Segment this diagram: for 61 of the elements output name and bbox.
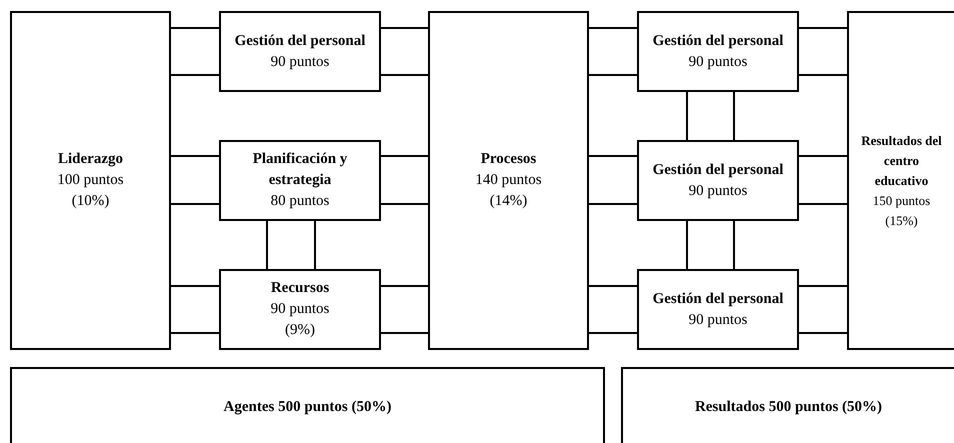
connector-line [799,74,847,76]
box-title: Resultados 500 puntos (50%) [694,398,882,416]
box-title: Liderazgo [58,150,123,169]
connector-line [314,221,316,269]
box-score: 150 puntos (15%) [872,192,932,230]
box-score: 90 puntos [688,52,748,72]
box-title: Gestión del personal [652,290,784,308]
box-title: Recursos [270,279,330,298]
criterion-box [637,11,799,92]
box-score: 140 puntos (14%) [474,171,543,211]
connector-line [171,74,219,76]
connector-line [381,74,428,76]
connector-line [733,221,735,269]
connector-line [266,221,268,269]
connector-line [381,27,428,29]
box-score: 90 puntos [270,52,330,72]
criterion-box [621,367,954,443]
connector-line [589,155,637,157]
criterion-box [428,11,589,350]
box-title: Gestión del personal [652,32,784,50]
connector-line [171,285,219,287]
connector-line [799,27,847,29]
criterion-box [219,269,381,350]
connector-line [589,74,637,76]
box-title: Gestión del personal [652,160,784,180]
box-title: Procesos [480,150,536,169]
connector-line [381,332,428,334]
connector-line [171,27,219,29]
box-title: Planificación y estrategia [252,150,348,190]
connector-line [589,332,637,334]
box-score: 90 puntos [688,182,748,200]
box-score: 80 puntos [270,192,330,211]
connector-line [381,285,428,287]
connector-line [799,155,847,157]
connector-line [686,221,688,269]
criterion-box [847,11,954,350]
criterion-box [219,140,381,221]
criterion-box [219,11,381,92]
criterion-box [10,11,171,350]
criterion-box [10,367,605,443]
connector-line [799,203,847,205]
connector-line [589,27,637,29]
connector-line [799,285,847,287]
box-title: Agentes 500 puntos (50%) [224,398,392,416]
connector-line [171,203,219,205]
box-title: Resultados del centro educativo [860,132,943,190]
connector-line [589,203,637,205]
criterion-box [637,269,799,350]
connector-line [733,92,735,140]
connector-line [799,332,847,334]
connector-line [381,155,428,157]
box-score: 90 puntos [688,310,748,330]
criterion-box [637,140,799,221]
connector-line [171,155,219,157]
box-title: Gestión del personal [234,32,366,50]
box-score: 100 puntos (10%) [56,171,125,211]
connector-line [686,92,688,140]
connector-line [589,285,637,287]
connector-line [381,203,428,205]
connector-line [171,332,219,334]
box-score: 90 puntos (9%) [270,300,330,340]
